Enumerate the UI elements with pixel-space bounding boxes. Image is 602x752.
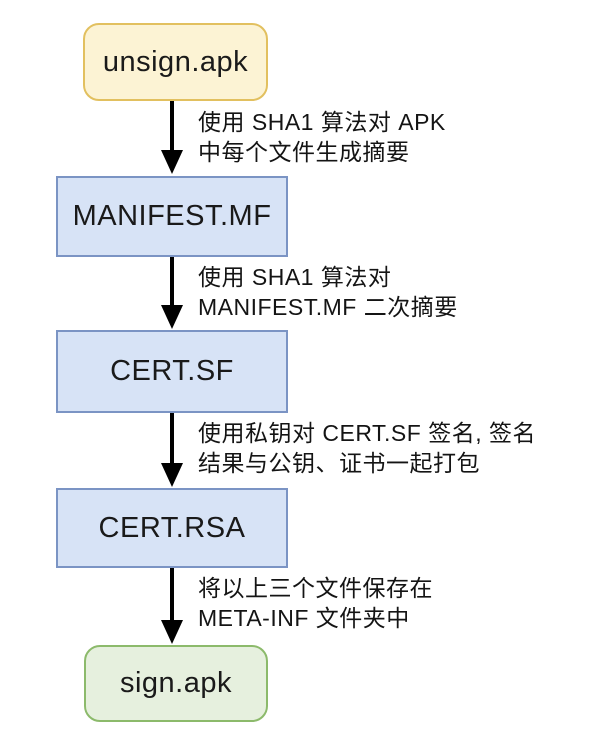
flow-arrow-2	[161, 257, 183, 329]
edge-caption-2: 使用 SHA1 算法对 MANIFEST.MF 二次摘要	[198, 264, 458, 320]
arrow-shaft	[170, 568, 174, 620]
edge-caption-3: 使用私钥对 CERT.SF 签名, 签名 结果与公钥、证书一起打包	[198, 420, 536, 476]
node-manifest-mf: MANIFEST.MF	[56, 176, 288, 257]
edge-caption-1: 使用 SHA1 算法对 APK 中每个文件生成摘要	[198, 109, 446, 165]
arrow-head-icon	[161, 305, 183, 329]
node-cert-sf-label: CERT.SF	[110, 355, 234, 387]
node-cert-sf: CERT.SF	[56, 330, 288, 413]
node-cert-rsa-label: CERT.RSA	[98, 511, 246, 544]
node-cert-rsa: CERT.RSA	[56, 488, 288, 568]
edge-caption-4: 将以上三个文件保存在 META-INF 文件夹中	[198, 575, 433, 631]
flow-arrow-4	[161, 568, 183, 644]
flow-arrow-3	[161, 413, 183, 487]
arrow-shaft	[170, 257, 174, 305]
node-sign-apk: sign.apk	[84, 645, 268, 722]
flow-arrow-1	[161, 101, 183, 174]
arrow-head-icon	[161, 620, 183, 644]
node-unsign-apk: unsign.apk	[83, 23, 268, 101]
arrow-shaft	[170, 413, 174, 463]
node-unsign-apk-label: unsign.apk	[102, 45, 249, 78]
arrow-head-icon	[161, 463, 183, 487]
arrow-head-icon	[161, 150, 183, 174]
node-sign-apk-label: sign.apk	[119, 667, 232, 699]
arrow-shaft	[170, 101, 174, 150]
node-manifest-mf-label: MANIFEST.MF	[72, 200, 272, 232]
